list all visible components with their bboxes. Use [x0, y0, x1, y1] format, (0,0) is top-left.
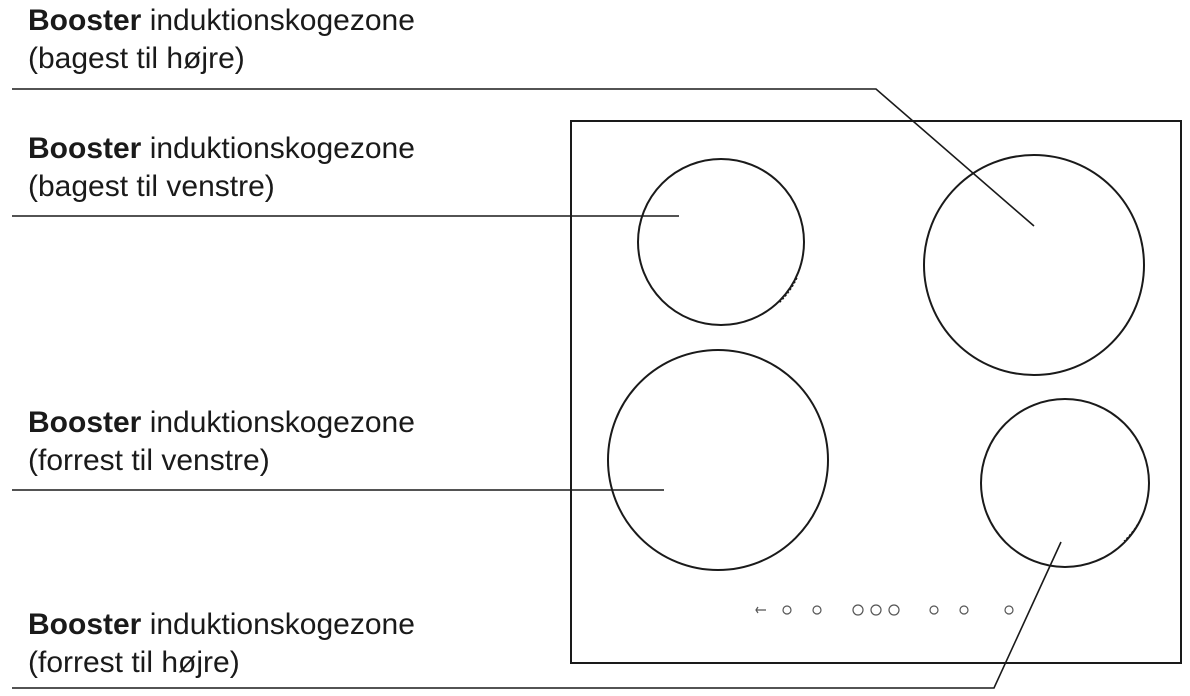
control-icon-3	[852, 604, 864, 616]
label-rear-right: Booster induktionskogezone (bagest til h…	[28, 2, 415, 78]
zone-rear-left-marker	[778, 277, 798, 304]
label-rear-left-bold: Booster	[28, 132, 142, 165]
zone-rear-right-marker	[1106, 307, 1136, 348]
leader-front-right	[12, 541, 1062, 689]
label-rear-right-title: induktionskogezone	[141, 4, 415, 37]
zone-rear-left	[637, 158, 805, 326]
hob-outline	[570, 120, 1182, 664]
label-front-right-position: (forrest til højre)	[28, 646, 240, 679]
label-rear-left-position: (bagest til venstre)	[28, 170, 275, 203]
zone-front-left	[607, 349, 829, 571]
label-rear-left-title: induktionskogezone	[141, 132, 415, 165]
power-icon	[1004, 605, 1014, 615]
control-icon-4	[870, 604, 882, 616]
leader-rear-right	[12, 88, 1035, 227]
control-icon-2	[812, 605, 822, 615]
control-icon-7	[959, 605, 969, 615]
zone-rear-right	[923, 154, 1145, 376]
arrow-icon	[755, 606, 766, 614]
label-rear-right-bold: Booster	[28, 4, 142, 37]
label-front-right-bold: Booster	[28, 608, 142, 641]
label-front-right-title: induktionskogezone	[141, 608, 415, 641]
control-panel	[755, 604, 1014, 616]
label-rear-right-position: (bagest til højre)	[28, 42, 245, 75]
control-icon-6	[929, 605, 939, 615]
control-icon-1	[782, 605, 792, 615]
label-front-right: Booster induktionskogezone (forrest til …	[28, 606, 415, 682]
label-front-left-position: (forrest til venstre)	[28, 444, 270, 477]
zone-front-right	[980, 398, 1150, 568]
zone-front-left-marker	[792, 502, 820, 541]
zone-front-right-marker	[1123, 513, 1144, 542]
label-front-left-bold: Booster	[28, 406, 142, 439]
control-icon-5	[888, 604, 900, 616]
label-front-left: Booster induktionskogezone (forrest til …	[28, 404, 415, 480]
label-rear-left: Booster induktionskogezone (bagest til v…	[28, 130, 415, 206]
label-front-left-title: induktionskogezone	[141, 406, 415, 439]
